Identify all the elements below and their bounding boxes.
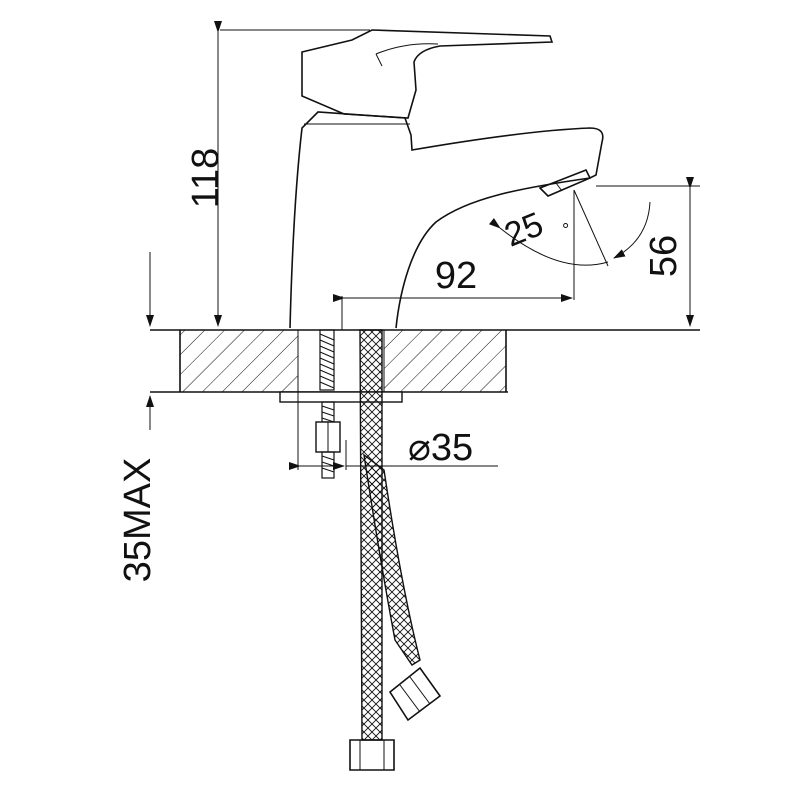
angle-label: 25 xyxy=(499,205,548,254)
faucet-body xyxy=(289,29,604,329)
countertop-section xyxy=(150,329,700,393)
spout-reach-label: 92 xyxy=(435,255,477,297)
max-thickness-label: 35MAX xyxy=(117,458,159,583)
hole-diameter-label: ⌀35 xyxy=(408,427,473,469)
dimension-hole-diameter: ⌀35 xyxy=(289,392,498,470)
dimension-angle: 25 ° xyxy=(488,189,651,267)
dimension-height: 118 xyxy=(185,21,370,327)
dimension-spout-height: 56 xyxy=(596,177,700,327)
spout-height-label: 56 xyxy=(643,235,685,277)
angle-unit: ° xyxy=(562,220,569,240)
dimension-max-thickness: 35MAX xyxy=(117,252,159,582)
dimension-spout-reach: 92 xyxy=(333,190,575,330)
supply-hoses xyxy=(349,329,442,771)
height-label: 118 xyxy=(185,148,227,209)
